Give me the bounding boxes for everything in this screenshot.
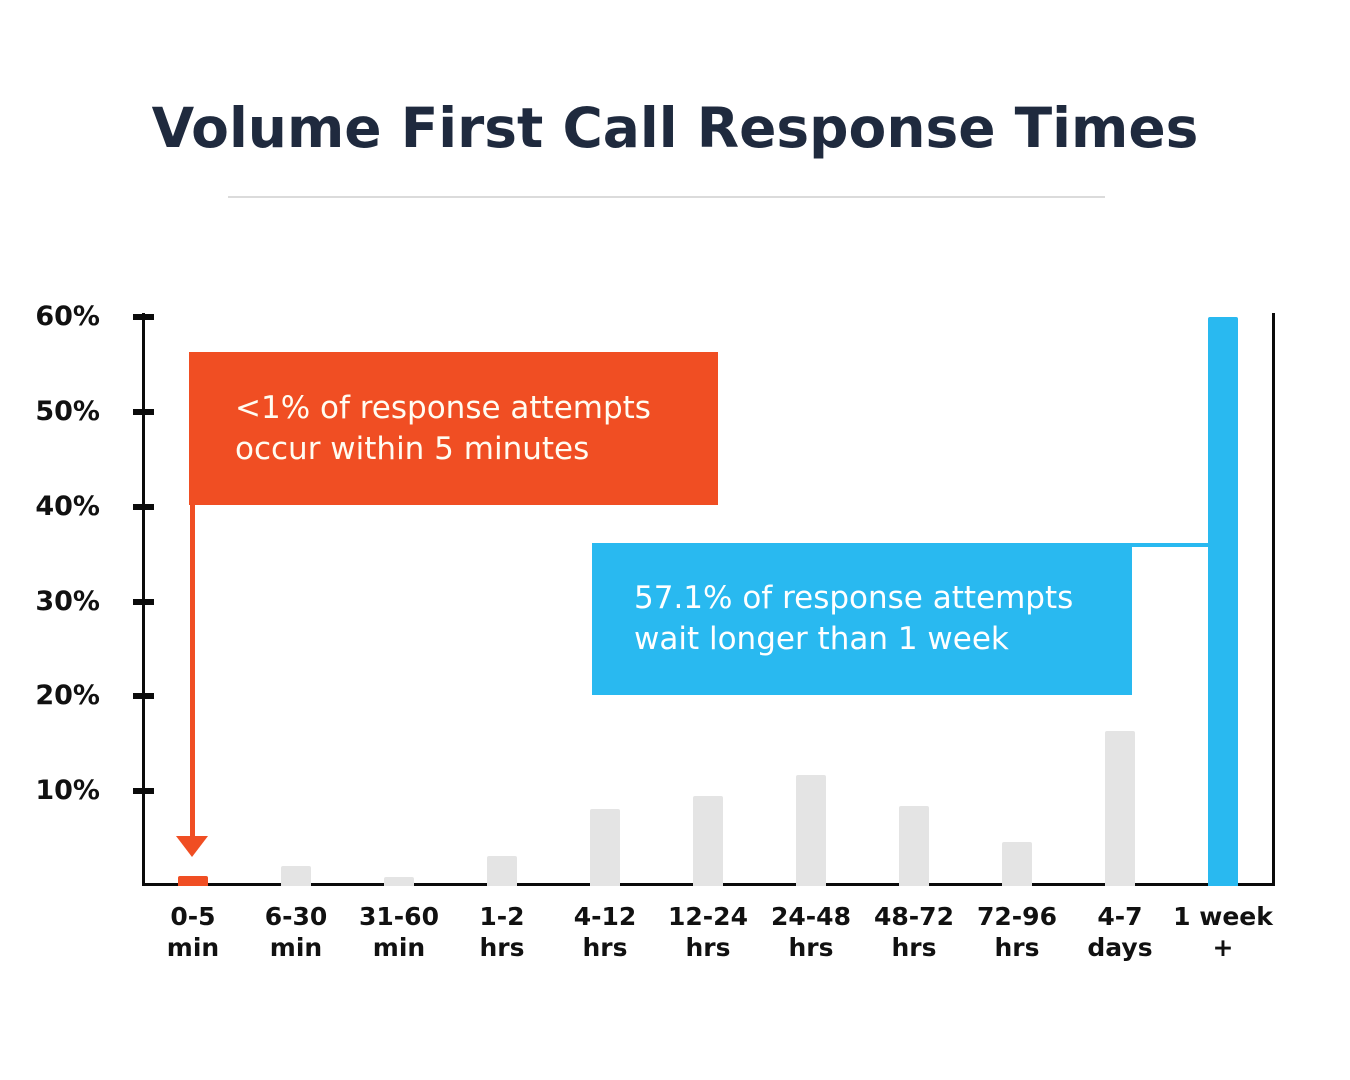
annotation-over-1week-line1: 57.1% of response attempts <box>634 580 1074 616</box>
y-axis-label: 50% <box>35 395 100 427</box>
annotation-under-5min: <1% of response attempts occur within 5 … <box>189 352 718 505</box>
y-axis-tick <box>133 408 154 415</box>
bar-4-7-days <box>1105 731 1135 886</box>
x-axis-label: 1 week + <box>1173 902 1273 962</box>
bar-12-24-hrs <box>693 795 723 886</box>
arrow-down-icon <box>176 836 208 857</box>
annotation-connector-line <box>1132 543 1208 547</box>
bar-72-96-hrs <box>1002 842 1032 886</box>
title-divider <box>228 196 1105 198</box>
y-axis-label: 20% <box>35 680 100 712</box>
bar-48-72-hrs <box>899 806 929 886</box>
bar-1-2-hrs <box>487 855 517 886</box>
bar-4-12-hrs <box>590 809 620 886</box>
right-axis-line <box>1272 313 1275 886</box>
y-axis-tick <box>133 314 154 320</box>
y-axis-tick <box>133 788 154 795</box>
y-axis-label: 60% <box>35 301 100 332</box>
y-axis-tick <box>133 693 154 700</box>
y-axis-label: 10% <box>35 775 100 807</box>
bar-31-60-min <box>384 876 414 886</box>
y-axis-tick <box>133 503 154 510</box>
annotation-under-5min-line1: <1% of response attempts <box>235 389 651 426</box>
annotation-under-5min-line2: occur within 5 minutes <box>235 430 590 467</box>
bar-6-30-min <box>281 866 311 886</box>
y-axis-label: 40% <box>35 490 100 522</box>
arrow-down-shaft <box>190 505 195 838</box>
bar-1-week-+ <box>1208 317 1238 886</box>
annotation-over-1week: 57.1% of response attempts wait longer t… <box>592 543 1132 695</box>
y-axis-label: 30% <box>35 585 100 617</box>
page-title: Volume First Call Response Times <box>151 96 1199 160</box>
annotation-over-1week-line2: wait longer than 1 week <box>634 621 1009 657</box>
y-axis-tick <box>133 598 154 605</box>
bar-0-5-min <box>178 875 208 886</box>
bar-24-48-hrs <box>796 775 826 886</box>
